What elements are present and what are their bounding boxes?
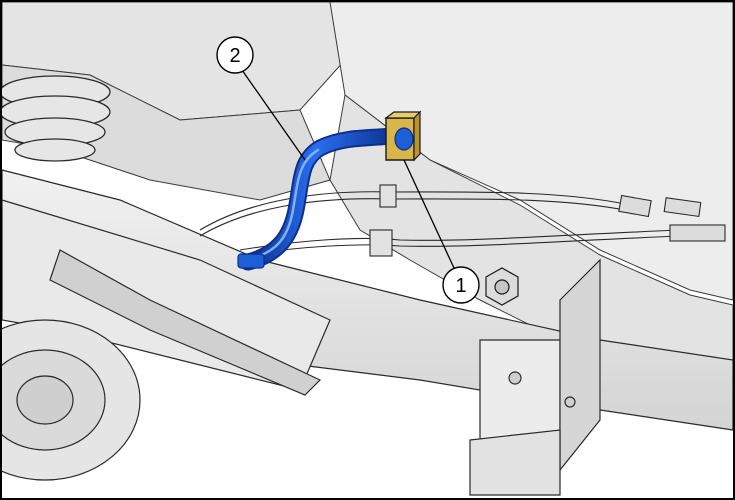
- leader-lines: [241, 69, 455, 269]
- coil-spring: [0, 75, 111, 162]
- blue-hose: [237, 127, 407, 271]
- callout-1: 1: [442, 266, 480, 304]
- bracket-clip: [384, 110, 422, 162]
- mounting-bolt: [485, 267, 519, 306]
- lower-bracket: [469, 258, 601, 496]
- callout-2: 2: [216, 36, 254, 74]
- wheel-hub: [0, 319, 141, 481]
- callout-2-label: 2: [229, 45, 240, 67]
- callout-1-label: 1: [455, 275, 466, 297]
- body-structure: [1, 1, 734, 401]
- brake-lines: [199, 184, 726, 257]
